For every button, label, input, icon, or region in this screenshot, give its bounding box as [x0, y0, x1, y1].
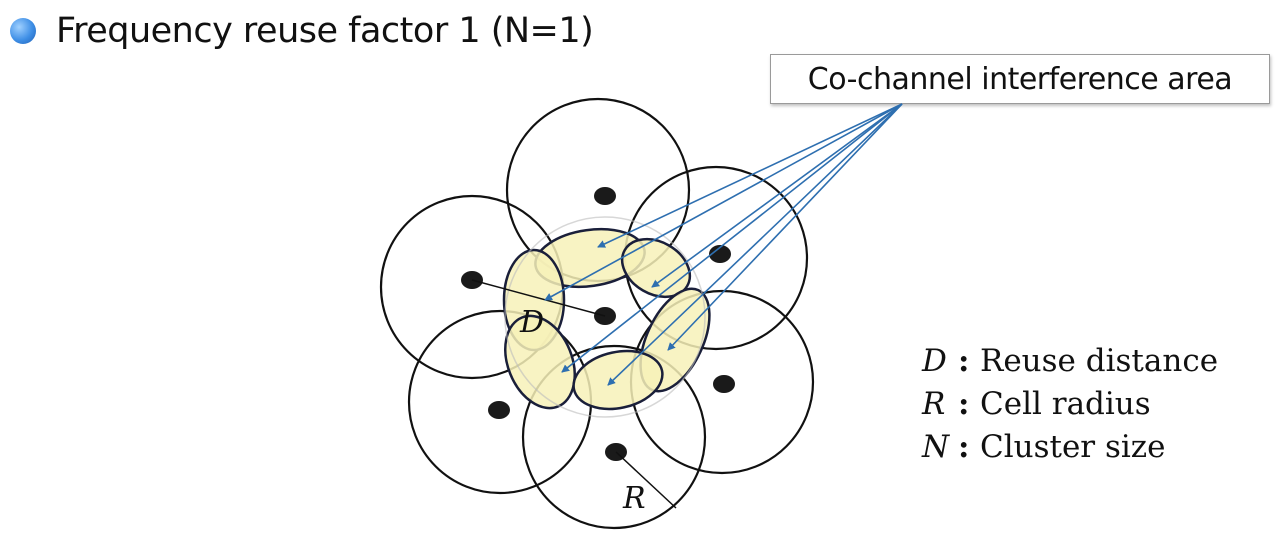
overlap-bottom — [572, 349, 664, 411]
cell-bottom — [521, 344, 707, 530]
legend-description: Reuse distance — [980, 343, 1219, 379]
label-r: R — [622, 481, 646, 516]
base-station-top — [594, 187, 616, 205]
overlap-bottom-left — [504, 314, 576, 410]
legend-row-n: N: Cluster size — [922, 426, 1218, 469]
base-station-bottom-left — [488, 401, 510, 419]
arrow-to-right — [667, 103, 903, 351]
bullet-icon — [10, 18, 36, 44]
legend-description: Cluster size — [980, 429, 1166, 465]
legend-row-d: D: Reuse distance — [922, 340, 1218, 383]
cell-radius-line — [615, 451, 677, 509]
legend: D: Reuse distance R: Cell radius N: Cluster… — [922, 340, 1218, 469]
cell-center — [504, 216, 706, 418]
legend-colon: : — [958, 343, 970, 379]
interference-arrows — [544, 103, 903, 386]
legend-symbol: N — [922, 429, 950, 465]
page-title: Frequency reuse factor 1 (N=1) — [56, 11, 594, 51]
legend-colon: : — [958, 429, 970, 465]
label-d: D — [519, 305, 544, 340]
legend-symbol: R — [922, 386, 946, 422]
interference-areas — [502, 227, 711, 411]
legend-description: Cell radius — [980, 386, 1151, 422]
reuse-distance-line — [471, 279, 606, 317]
arrow-to-top-right — [651, 103, 903, 288]
arrow-to-top — [597, 103, 903, 248]
base-station-top-right — [709, 245, 731, 263]
title-row: Frequency reuse factor 1 (N=1) — [10, 6, 594, 56]
arrow-to-bottom-left — [561, 103, 903, 373]
overlap-top-right — [620, 237, 692, 299]
legend-symbol: D — [922, 343, 947, 379]
base-station-right — [713, 375, 735, 393]
arrow-to-left — [544, 103, 903, 301]
callout-box: Co-channel interference area — [770, 54, 1270, 104]
legend-row-r: R: Cell radius — [922, 383, 1218, 426]
arrow-to-bottom — [607, 103, 903, 386]
legend-colon: : — [958, 386, 970, 422]
